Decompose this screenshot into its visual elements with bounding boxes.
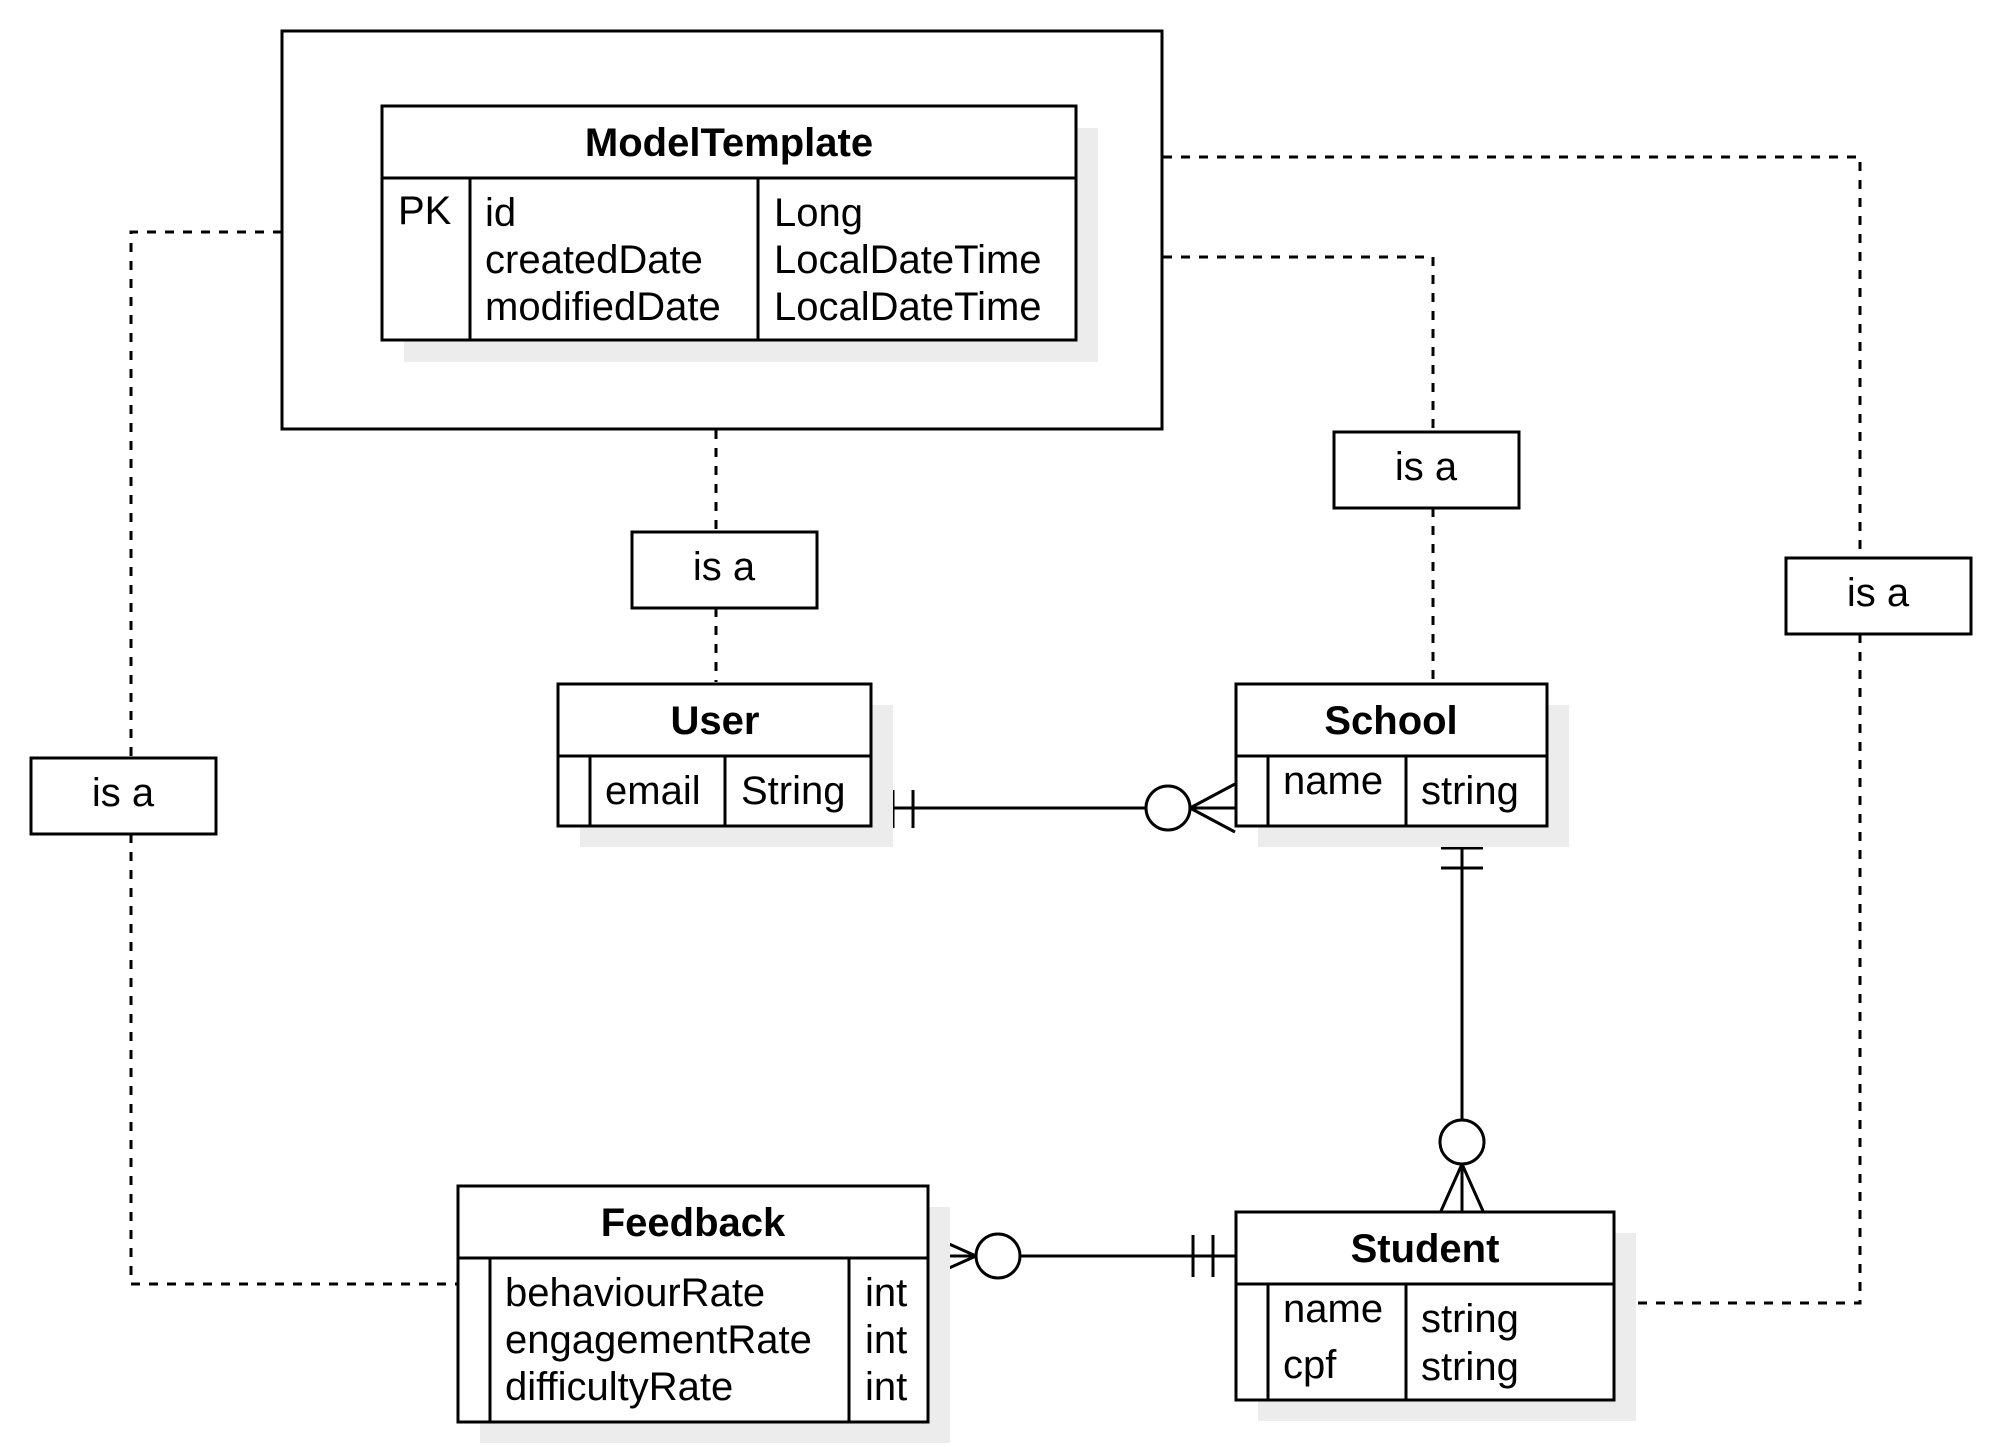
entity-title: School [1324,699,1457,743]
field-type: string [1421,1345,1519,1389]
field-type: string [1421,769,1519,813]
isa-label-school[interactable]: is a [1332,430,1521,510]
relationship-feedback-student [928,1232,1236,1280]
relationship-school-student [1438,824,1486,1212]
isa-label-student[interactable]: is a [1784,556,1973,636]
field-name: email [605,769,701,813]
svg-text:is a: is a [693,545,756,589]
entity-title: Feedback [601,1201,786,1245]
entity-school[interactable]: School name string [1234,682,1569,847]
isa-connector-student [1163,155,1862,1305]
svg-text:is a: is a [1395,445,1458,489]
entity-student[interactable]: Student name cpf string string [1234,1210,1636,1421]
entity-user[interactable]: User email String [556,682,893,847]
svg-text:is a: is a [1847,571,1910,615]
field-name: engagementRate [505,1318,812,1362]
relationship-user-school [870,782,1236,834]
field-name: modifiedDate [485,285,721,329]
field-name: createdDate [485,238,703,282]
entity-title: ModelTemplate [585,121,873,165]
field-type: string [1421,1297,1519,1341]
field-name: difficultyRate [505,1365,733,1409]
isa-connector-feedback [129,230,457,1286]
isa-label-feedback[interactable]: is a [29,756,218,836]
entity-title: Student [1351,1227,1500,1271]
field-type: int [865,1365,907,1409]
field-name: behaviourRate [505,1271,765,1315]
field-name: id [485,191,516,235]
isa-label-user[interactable]: is a [630,530,819,610]
isa-connector-school [1163,255,1435,682]
field-name: cpf [1283,1343,1337,1387]
entity-modeltemplate[interactable]: ModelTemplate PK id createdDate modified… [380,104,1098,362]
primary-key-marker: PK [398,189,452,233]
entity-feedback[interactable]: Feedback behaviourRate engagementRate di… [456,1184,950,1443]
field-type: int [865,1271,907,1315]
field-type: LocalDateTime [774,285,1042,329]
field-type: int [865,1318,907,1362]
field-type: LocalDateTime [774,238,1042,282]
svg-text:is a: is a [92,771,155,815]
field-name: name [1283,1287,1383,1331]
entity-title: User [671,699,760,743]
field-name: name [1283,759,1383,803]
field-type: String [741,769,846,813]
field-type: Long [774,191,863,235]
